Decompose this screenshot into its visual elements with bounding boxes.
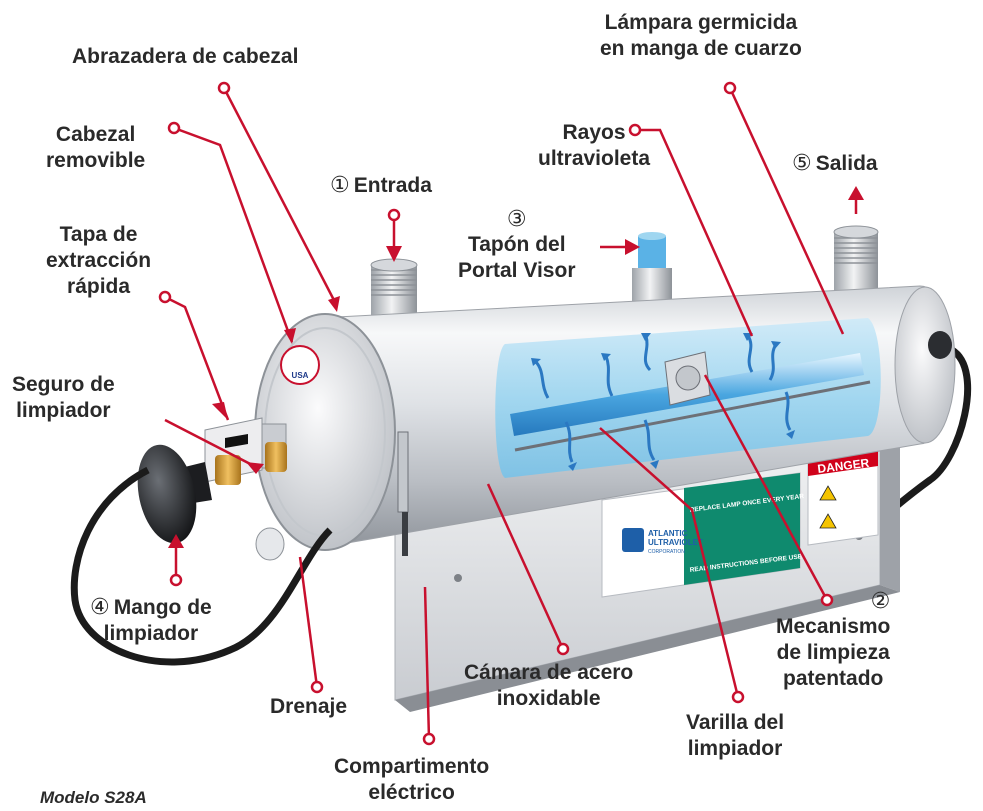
wiper-mechanism-number: ② <box>870 588 891 613</box>
label-head-clamp: Abrazadera de cabezal <box>72 45 299 68</box>
outlet-port <box>833 225 879 294</box>
danger-label: DANGER <box>807 449 879 546</box>
label-quick-release-cap: Tapa de extracción rápida <box>46 223 152 298</box>
label-stainless-chamber: Cámara de acero inoxidable <box>464 661 634 710</box>
label-viewport-cap: ③ Tapón del Portal Visor <box>458 206 576 282</box>
wiper-handle-number: ④ <box>90 594 110 619</box>
label-electrical-compartment: Compartimento eléctrico <box>334 755 490 804</box>
label-removable-head: Cabezal removible <box>46 123 146 172</box>
label-germicidal-lamp: Lámpara germicida en manga de cuarzo <box>600 11 802 60</box>
leader-dots <box>158 81 834 746</box>
inlet-number: ① <box>330 172 350 197</box>
usa-badge-icon <box>280 345 320 385</box>
wiper-mechanism <box>664 351 711 406</box>
label-uv-rays: Rayos ultravioleta <box>538 121 651 170</box>
uv-ray-arrows <box>534 335 792 463</box>
leader-arrowheads <box>168 186 864 548</box>
wiper-rod <box>514 380 871 452</box>
label-wiper-rod: Varilla del limpiador <box>686 711 785 760</box>
label-wiper-lock: Seguro de limpiador <box>12 373 115 422</box>
leader-lines <box>164 87 858 740</box>
cutaway-window <box>495 318 881 478</box>
viewport-number: ③ <box>506 206 527 231</box>
label-wiper-mechanism: ② Mecanismo de limpieza patentado <box>776 588 891 690</box>
power-cable-left <box>70 466 333 666</box>
outlet-number: ⑤ <box>792 150 812 175</box>
brand-line-3: CORPORATION <box>648 549 685 555</box>
wiper-lock <box>215 442 287 485</box>
drain-valve <box>255 527 285 561</box>
brand-line-1: ATLANTIC <box>648 529 688 538</box>
danger-title: DANGER <box>817 456 871 476</box>
usa-badge-text: USA <box>292 371 309 380</box>
model-caption: Modelo S28A <box>40 788 147 807</box>
product-label: ATLANTIC ULTRAVIOLET CORPORATION REPLACE… <box>601 472 805 598</box>
label-drain: Drenaje <box>270 695 348 718</box>
radiation-warning-icon <box>819 513 837 529</box>
brand-line-2: ULTRAVIOLET <box>648 538 703 547</box>
voltage-warning-icon <box>819 485 837 501</box>
head-clamp-screw <box>397 431 409 556</box>
wiper-handle <box>137 444 212 544</box>
